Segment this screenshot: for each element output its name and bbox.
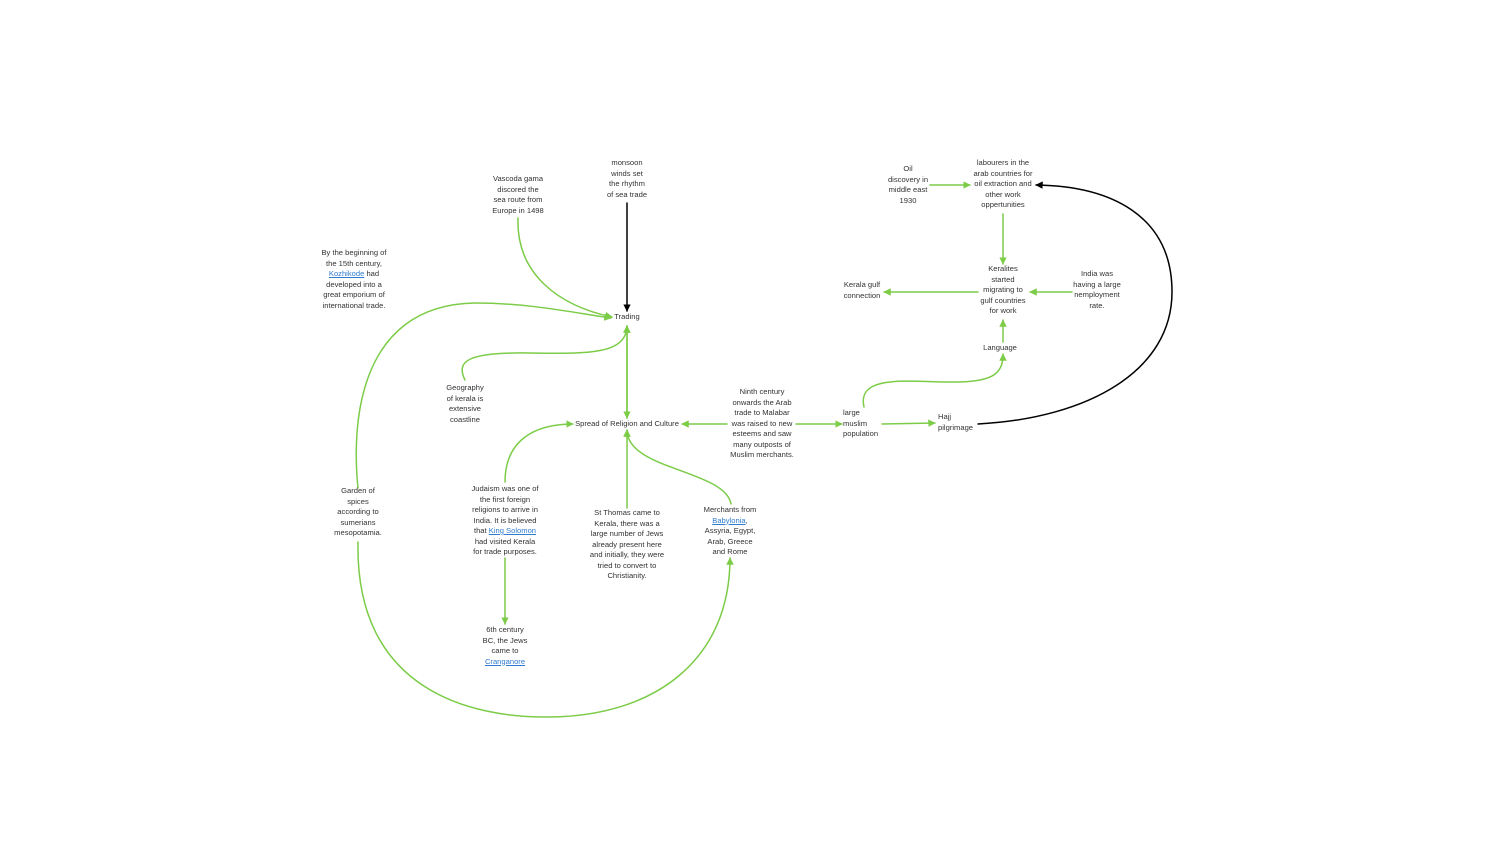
babylonia-link[interactable]: Babylonia [712,515,746,525]
node-oil-discovery[interactable]: Oil discovery in middle east 1930 [887,164,929,205]
node-monsoon[interactable]: monsoon winds set the rhythm of sea trad… [606,158,648,199]
node-geography[interactable]: Geography of kerala is extensive coastli… [446,383,484,424]
node-judaism[interactable]: Judaism was one of the first foreign rel… [471,484,539,556]
node-labourers[interactable]: labourers in the arab countries for oil … [973,158,1033,209]
node-kerala-gulf-connection[interactable]: Kerala gulf connection [843,280,881,300]
node-trading[interactable]: Trading [614,312,640,321]
node-language[interactable]: Language [983,343,1017,352]
edge-merchants-to-spread [623,429,732,505]
node-ninth-century[interactable]: Ninth century onwards the Arab trade to … [730,387,794,459]
node-hajj-pilgrimage[interactable]: Hajj pilgrimage [938,412,974,432]
king-solomon-link[interactable]: King Solomon [488,526,537,535]
edge-geography-to-trading [461,325,631,381]
node-st-thomas[interactable]: St Thomas came to Kerala, there was a la… [589,508,665,580]
node-kozhikode[interactable]: By the beginning of the 15th century, Ko… [321,248,387,310]
edge-judaism-to-spread [504,420,574,483]
node-garden-of-spices[interactable]: Garden of spices according to sumerians … [334,486,382,537]
node-india-unemployment[interactable]: India was having a large nemployment rat… [1073,269,1121,310]
edge-hajj-to-labourers [977,181,1173,425]
edge-garden-to-trading [355,302,612,489]
edge-vascoda-to-trading [517,217,613,320]
node-vascoda-gama[interactable]: Vascoda gama discored the sea route from… [492,174,544,215]
node-6th-century-bc[interactable]: 6th century BC, the Jews came to Crangan… [482,625,528,666]
edge-garden-to-merchants [357,541,734,718]
node-large-muslim-population[interactable]: large muslim population [843,408,879,438]
node-keralites-migrating[interactable]: Keralites started migrating to gulf coun… [980,264,1026,315]
edge-muslim-to-hajj [881,419,936,427]
node-merchants[interactable]: Merchants from Babylonia, Assyria, Egypt… [703,505,757,556]
edge-muslim-to-language [862,353,1007,408]
kozhikode-link[interactable]: Kozhikode [328,269,365,278]
node-spread-of-religion[interactable]: Spread of Religion and Culture [575,419,679,428]
cranganore-link[interactable]: Cranganore [484,656,526,666]
